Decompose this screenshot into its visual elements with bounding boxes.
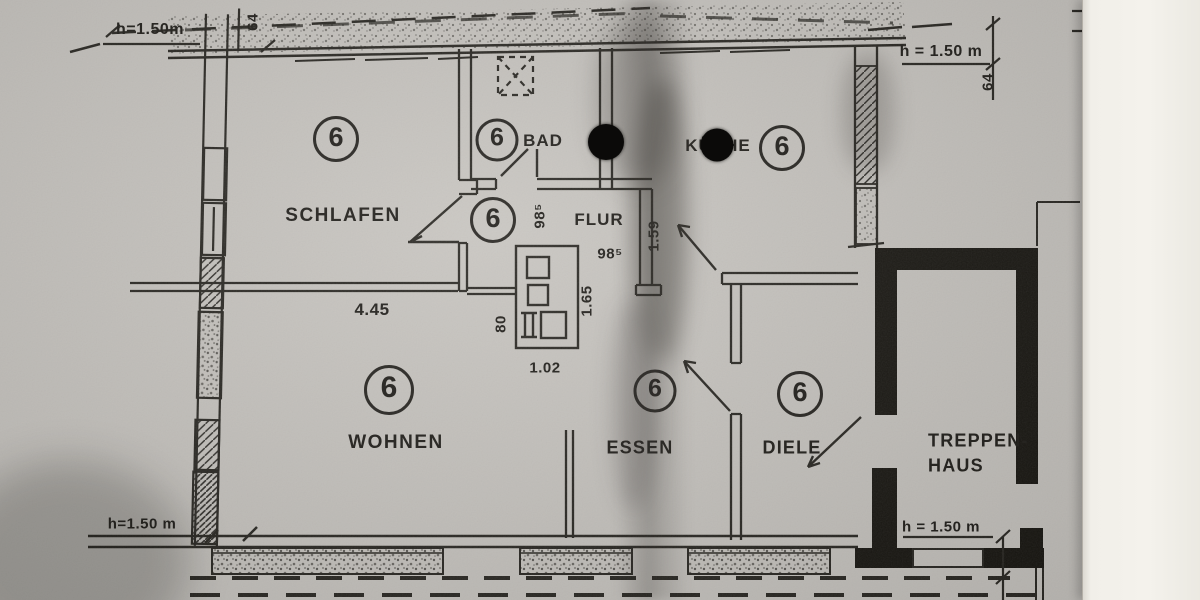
- room-label-wohnen: WOHNEN: [348, 432, 444, 453]
- page-edge: [1082, 0, 1200, 600]
- hole-punch-right: [700, 128, 734, 162]
- hole-punch-left: [588, 124, 624, 160]
- dim-height-bottom-left: h=1.50 m: [107, 515, 177, 533]
- scan-smudge: [636, 80, 688, 360]
- dim-schlafen-width: 4.45: [354, 300, 390, 319]
- dim-64-top-left: 64: [244, 13, 262, 31]
- room-label-schlafen: SCHLAFEN: [285, 205, 401, 226]
- room-label-essen: ESSEN: [606, 438, 673, 459]
- unit-badge-kueche: 6: [759, 125, 805, 171]
- dim-height-bottom-right: h = 1.50 m: [902, 518, 980, 536]
- unit-badge-essen: 6: [633, 369, 677, 413]
- dim-height-top-left: h=1.50m: [116, 21, 184, 38]
- dim-height-top-right: h = 1.50 m: [899, 43, 983, 60]
- room-label-treppenhaus-line2: HAUS: [928, 455, 984, 476]
- unit-badge-wohnen: 6: [364, 365, 414, 415]
- room-label-diele: DIELE: [762, 437, 822, 458]
- scan-smudge: [612, 300, 656, 510]
- dim-block-165: 1.65: [578, 285, 596, 317]
- room-label-bad: BAD: [523, 131, 563, 150]
- dim-block-80: 80: [492, 315, 510, 333]
- room-label-treppenhaus-line1: TREPPEN-: [928, 430, 1029, 451]
- unit-badge-flur: 6: [470, 197, 516, 243]
- room-label-flur: FLUR: [574, 210, 624, 229]
- paper-grain: [0, 0, 1082, 600]
- dim-block-102: 1.02: [529, 359, 561, 377]
- dim-door-98b: 98⁵: [597, 245, 623, 263]
- dim-64-top-right: 64: [979, 73, 997, 91]
- scan-smudge: [842, 52, 894, 172]
- unit-badge-schlafen: 6: [313, 116, 359, 162]
- unit-badge-diele: 6: [777, 371, 823, 417]
- dim-door-98a: 98⁵: [531, 203, 549, 229]
- unit-badge-bad: 6: [475, 118, 519, 162]
- scan-crease: [616, 0, 690, 600]
